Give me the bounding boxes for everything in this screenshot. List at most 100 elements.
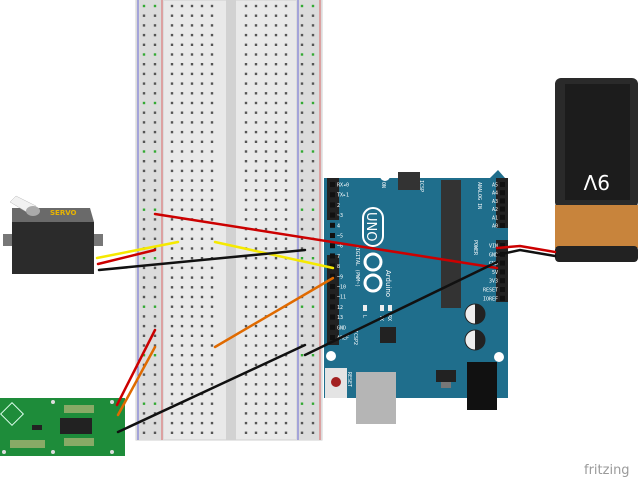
header-pin[interactable] [500, 243, 505, 248]
breadboard-hole [284, 334, 288, 337]
header-pin[interactable] [500, 278, 505, 284]
wires [95, 212, 557, 434]
breadboard-hole [311, 305, 315, 308]
header-pin[interactable] [330, 182, 335, 187]
breadboard-hole [153, 63, 157, 66]
breadboard-hole [210, 111, 214, 114]
header-pin[interactable] [500, 287, 505, 292]
header-pin[interactable] [500, 223, 505, 228]
breadboard-hole [300, 266, 304, 270]
breadboard-hole [153, 33, 157, 37]
breadboard-hole [244, 63, 248, 66]
breadboard-hole [190, 63, 194, 66]
header-pin[interactable] [330, 233, 335, 238]
header-pin[interactable] [500, 295, 505, 301]
breadboard-hole [274, 53, 278, 56]
breadboard-hole [264, 363, 268, 367]
header-pin[interactable] [500, 214, 505, 220]
breadboard-hole [311, 24, 315, 27]
header-pin[interactable] [330, 304, 335, 310]
breadboard-hole [311, 218, 315, 221]
header-pin[interactable] [500, 260, 505, 266]
breadboard-hole [153, 150, 157, 153]
header-pin[interactable] [330, 314, 335, 320]
breadboard-hole [311, 373, 315, 376]
breadboard-hole [170, 160, 174, 163]
led-label-rx: RX [386, 315, 392, 321]
breadboard-hole [142, 402, 146, 405]
reset-button[interactable]: RESET [325, 368, 352, 398]
breadboard-hole [190, 315, 194, 318]
breadboard-hole [210, 354, 214, 357]
header-pin[interactable] [500, 190, 505, 196]
header-pin[interactable] [330, 243, 335, 249]
breadboard-hole [200, 421, 204, 425]
breadboard-hole [180, 431, 184, 434]
breadboard-hole [244, 101, 248, 105]
breadboard-hole [300, 72, 304, 76]
breadboard-hole [264, 354, 268, 357]
breadboard-hole [210, 198, 214, 202]
header-pin[interactable] [330, 273, 335, 279]
breadboard-hole [254, 247, 258, 250]
breadboard-hole [300, 92, 304, 95]
breadboard-hole [284, 276, 288, 279]
icsp-label: ICSP [418, 180, 424, 192]
breadboard-hole [170, 421, 174, 425]
breadboard-hole [311, 101, 315, 105]
pin-label: A5 [492, 183, 498, 189]
breadboard-hole [311, 412, 315, 415]
breadboard-hole [274, 101, 278, 105]
breadboard-hole [180, 189, 184, 192]
breadboard-hole [170, 227, 174, 231]
breadboard-hole [210, 266, 214, 270]
header-pin[interactable] [330, 324, 335, 330]
header-pin[interactable] [500, 206, 505, 212]
header-pin[interactable] [330, 294, 335, 300]
breadboard-hole [284, 237, 288, 240]
header-pin[interactable] [500, 269, 505, 275]
breadboard-hole [200, 354, 204, 357]
pin-label: ~5 [337, 234, 343, 240]
breadboard-hole [254, 392, 258, 396]
breadboard-hole [170, 150, 174, 153]
breadboard-hole [170, 334, 174, 337]
breadboard-hole [244, 431, 248, 434]
breadboard-hole [254, 218, 258, 221]
breadboard-hole [153, 354, 157, 357]
pin-label: 13 [337, 315, 343, 321]
breadboard-hole [244, 324, 248, 328]
breadboard-hole [311, 169, 315, 173]
header-pin[interactable] [330, 335, 335, 340]
breadboard-hole [284, 227, 288, 231]
breadboard-hole [254, 383, 258, 386]
breadboard-hole [153, 324, 157, 328]
breadboard-hole [311, 14, 315, 17]
pin-label: A0 [492, 224, 498, 230]
header-pin[interactable] [500, 182, 505, 187]
pin-label: AREF [337, 336, 349, 342]
breadboard-hole [180, 72, 184, 76]
header-pin[interactable] [330, 192, 335, 198]
breadboard-hole [153, 286, 157, 289]
breadboard-hole [244, 218, 248, 221]
header-pin[interactable] [330, 222, 335, 228]
breadboard-hole [254, 344, 258, 347]
header-pin[interactable] [500, 198, 505, 204]
header-pin[interactable] [330, 253, 335, 259]
header-pin[interactable] [330, 202, 335, 208]
header-pin[interactable] [330, 284, 335, 289]
header-pin[interactable] [330, 263, 335, 269]
breadboard-hole [300, 354, 304, 357]
breadboard-hole [274, 383, 278, 386]
breadboard-hole [170, 92, 174, 95]
breadboard-hole [244, 286, 248, 289]
pin-label: 5V [492, 270, 498, 276]
breadboard-hole [244, 402, 248, 405]
reset-label: RESET [346, 372, 352, 387]
breadboard-hole [190, 121, 194, 124]
breadboard-hole [180, 227, 184, 231]
breadboard-hole [274, 121, 278, 124]
breadboard-hole [244, 179, 248, 182]
header-pin[interactable] [330, 212, 335, 218]
